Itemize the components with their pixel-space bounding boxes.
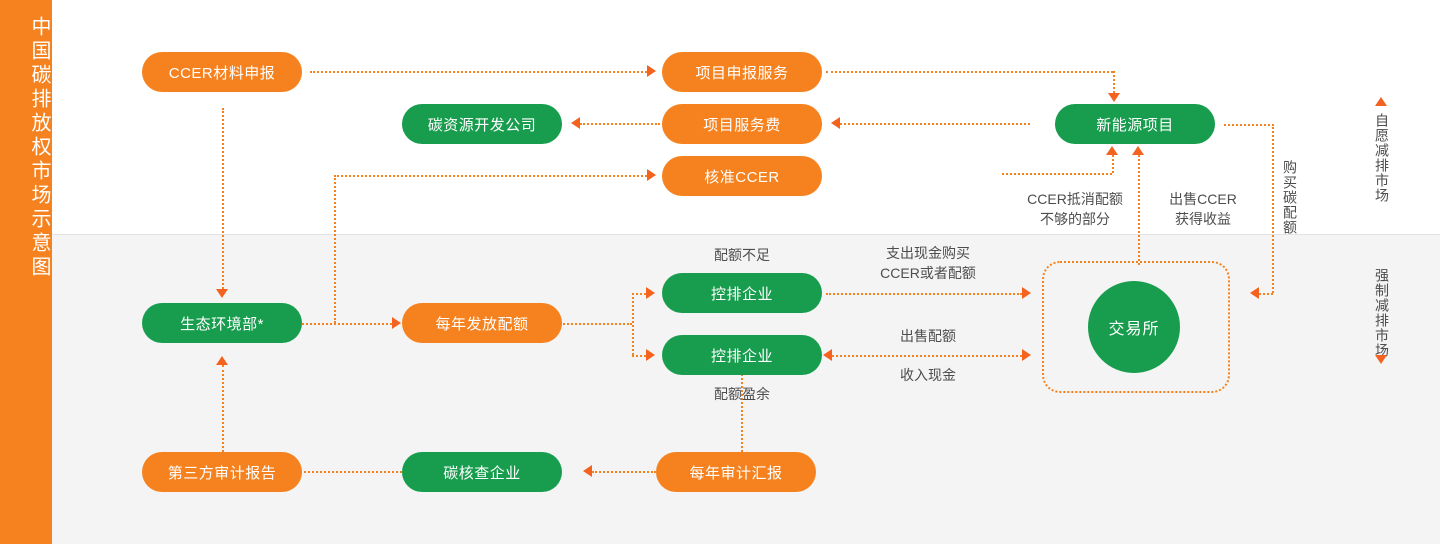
node-approved-ccer[interactable]: 核准CCER — [662, 156, 822, 196]
node-label: 每年发放配额 — [435, 315, 529, 333]
edge-audit-report-to-moee — [222, 365, 224, 452]
edge-offset-shortfall-h — [1002, 173, 1112, 175]
edge-verification-to-audit-report — [304, 471, 402, 473]
edge-buy-quota-h2 — [1259, 293, 1273, 295]
mandatory-market-arrow-icon — [1375, 355, 1387, 364]
arrowhead-annual-quota — [392, 317, 401, 329]
edge-project-service-to-new-energy-v — [1113, 71, 1115, 93]
arrowhead-moee-bottom — [216, 356, 228, 365]
edge-buy-quota-h1 — [1224, 124, 1274, 126]
node-label: 碳核查企业 — [443, 464, 521, 482]
arrowhead-exchange-sell — [1022, 349, 1031, 361]
edge-enterprise-2-to-exchange — [832, 355, 1022, 357]
edge-service-fee-to-dev-company — [580, 123, 660, 125]
node-label: 每年审计汇报 — [689, 464, 783, 482]
edge-enterprise-2-to-annual-audit — [741, 374, 743, 452]
arrowhead-project-apply-service — [647, 65, 656, 77]
arrowhead-enterprise-2 — [646, 349, 655, 361]
label-quota-shortage: 配额不足 — [714, 247, 770, 263]
node-label: 第三方审计报告 — [167, 464, 277, 482]
edge-ccer-apply-to-project-service — [310, 71, 647, 73]
node-label: 新能源项目 — [1096, 116, 1174, 134]
node-project-service-fee[interactable]: 项目服务费 — [662, 104, 822, 144]
node-label: 核准CCER — [704, 168, 780, 186]
label-buy-carbon-quota: 购买碳配额 — [1282, 160, 1298, 235]
node-controlled-enterprise-1[interactable]: 控排企业 — [662, 273, 822, 313]
exchange-label: 交易所 — [1108, 321, 1160, 338]
node-ccer-material-application[interactable]: CCER材料申报 — [142, 52, 302, 92]
label-pay-cash-buy: 支出现金购买 CCER或者配额 — [880, 245, 976, 281]
title-rail: 中国碳排放权市场示意图 — [0, 0, 52, 544]
edge-quota-to-enterprise-1 — [632, 293, 646, 295]
node-new-energy-project[interactable]: 新能源项目 — [1055, 104, 1215, 144]
voluntary-market-arrow-icon — [1375, 97, 1387, 106]
node-annual-quota-allocation[interactable]: 每年发放配额 — [402, 303, 562, 343]
arrowhead-carbon-verification — [583, 465, 592, 477]
voluntary-market-label: 自愿减排市场 — [1374, 113, 1390, 203]
arrowhead-moee-top — [216, 289, 228, 298]
edge-project-service-to-new-energy-h — [826, 71, 1113, 73]
node-controlled-enterprise-2[interactable]: 控排企业 — [662, 335, 822, 375]
exchange-boundary — [1042, 261, 1230, 393]
edge-sell-ccer-v — [1138, 155, 1140, 265]
arrowhead-approved-ccer — [647, 169, 656, 181]
node-label: 碳资源开发公司 — [427, 116, 537, 134]
edge-moee-to-approved-ccer-v — [334, 175, 336, 323]
edge-quota-branch-v — [632, 293, 634, 355]
arrowhead-project-service-fee — [831, 117, 840, 129]
node-ministry-of-ecology[interactable]: 生态环境部* — [142, 303, 302, 343]
page-title: 中国碳排放权市场示意图 — [28, 16, 50, 280]
arrowhead-sell-ccer — [1132, 146, 1144, 155]
arrowhead-enterprise-2-cash — [823, 349, 832, 361]
arrowhead-enterprise-1 — [646, 287, 655, 299]
edge-buy-quota-v — [1272, 124, 1274, 293]
arrowhead-carbon-dev-company — [571, 117, 580, 129]
node-label: 控排企业 — [710, 347, 773, 365]
label-receive-cash: 收入现金 — [900, 367, 956, 383]
node-label: 项目服务费 — [703, 116, 781, 134]
edge-quota-branch-h — [560, 323, 632, 325]
node-third-party-audit-report[interactable]: 第三方审计报告 — [142, 452, 302, 492]
label-sell-quota: 出售配额 — [900, 328, 956, 344]
node-label: 生态环境部* — [180, 315, 264, 333]
label-ccer-offset-shortfall: CCER抵消配额 不够的部分 — [1027, 191, 1123, 227]
arrowhead-exchange-buy — [1022, 287, 1031, 299]
node-carbon-verification-company[interactable]: 碳核查企业 — [402, 452, 562, 492]
node-label: 控排企业 — [710, 285, 773, 303]
arrowhead-new-energy-top — [1108, 93, 1120, 102]
edge-offset-shortfall-v — [1112, 155, 1114, 173]
edge-enterprise-1-to-exchange — [826, 293, 1022, 295]
arrowhead-buy-quota — [1250, 287, 1259, 299]
mandatory-market-label: 强制减排市场 — [1374, 268, 1390, 358]
node-carbon-resource-dev-company[interactable]: 碳资源开发公司 — [402, 104, 562, 144]
label-sell-ccer-income: 出售CCER 获得收益 — [1169, 191, 1237, 227]
arrowhead-offset-shortfall — [1106, 146, 1118, 155]
edge-annual-audit-to-verification — [592, 471, 656, 473]
node-annual-audit-report[interactable]: 每年审计汇报 — [656, 452, 816, 492]
exchange-node[interactable]: 交易所 — [1088, 281, 1180, 373]
node-label: CCER材料申报 — [168, 64, 276, 82]
edge-moee-to-approved-ccer-h1 — [302, 323, 392, 325]
node-project-application-service[interactable]: 项目申报服务 — [662, 52, 822, 92]
edge-quota-to-enterprise-2 — [632, 355, 646, 357]
label-quota-surplus: 配额盈余 — [714, 386, 770, 402]
node-label: 项目申报服务 — [695, 64, 789, 82]
edge-new-energy-to-service-fee — [840, 123, 1030, 125]
edge-ccer-apply-to-moee — [222, 108, 224, 289]
edge-moee-to-approved-ccer-h2 — [334, 175, 647, 177]
